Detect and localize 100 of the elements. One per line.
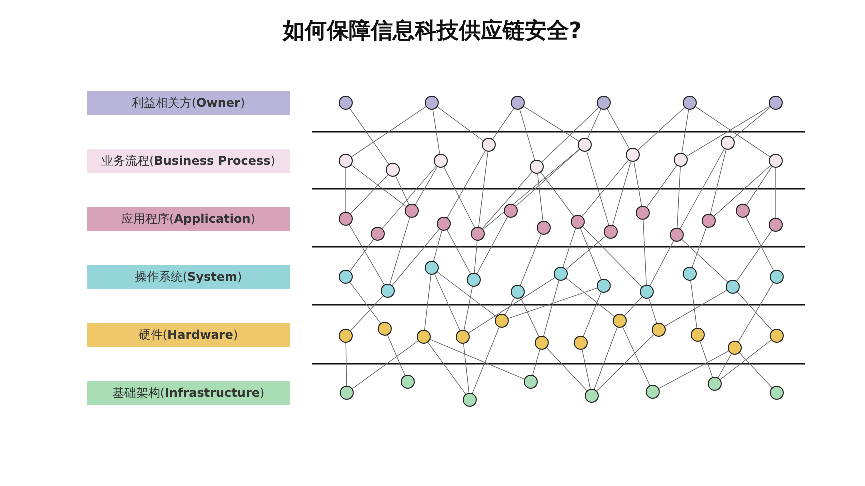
connector-line — [428, 342, 466, 395]
node-circle — [425, 96, 439, 110]
connector-line — [544, 280, 560, 337]
connector-line — [476, 216, 508, 274]
node-circle — [585, 389, 599, 403]
node-circle — [535, 336, 549, 350]
node-circle — [770, 270, 784, 284]
node-circle — [613, 314, 627, 328]
node-circle — [482, 138, 496, 152]
connector-line — [446, 230, 472, 274]
connector-line — [720, 340, 772, 380]
connector-line — [352, 340, 419, 390]
connector-line — [690, 280, 698, 328]
connector-line — [350, 296, 384, 332]
node-circle — [339, 154, 353, 168]
connector-line — [349, 224, 385, 286]
node-circle — [467, 273, 481, 287]
connector-line — [434, 274, 460, 331]
connector-line — [582, 226, 642, 288]
connector-line — [588, 109, 602, 139]
connector-line — [483, 149, 580, 230]
node-circle — [597, 96, 611, 110]
node-circle — [578, 138, 592, 152]
connector-line — [396, 176, 410, 205]
connector-line — [350, 108, 390, 165]
node-circle — [769, 96, 783, 110]
node-circle — [571, 215, 585, 229]
node-circle — [437, 217, 451, 231]
connector-line — [650, 240, 674, 286]
node-circle — [511, 285, 525, 299]
node-circle — [702, 214, 716, 228]
connector-line — [677, 166, 681, 228]
node-circle — [736, 204, 750, 218]
node-circle — [417, 330, 431, 344]
connector-line — [746, 216, 774, 272]
node-circle — [721, 136, 735, 150]
connector-line — [596, 334, 654, 392]
connector-line — [607, 108, 630, 150]
connector-line — [516, 149, 580, 207]
connector-line — [739, 352, 773, 388]
node-circle — [339, 96, 353, 110]
connector-line — [718, 354, 732, 378]
node-circle — [405, 204, 419, 218]
title: 如何保障信息科技供应链安全? — [282, 18, 583, 46]
connector-line — [566, 236, 606, 270]
connector-line — [580, 228, 602, 280]
node-circle — [670, 228, 684, 242]
connector-line — [700, 341, 714, 378]
connector-line — [350, 174, 388, 214]
node-circle — [340, 386, 354, 400]
connector-line — [382, 166, 437, 230]
connector-line — [546, 348, 588, 392]
connector-line — [586, 151, 610, 226]
node-circle — [770, 386, 784, 400]
node-circle — [674, 153, 688, 167]
connector-line — [733, 107, 771, 139]
connector-line — [392, 229, 440, 286]
node-circle — [691, 328, 705, 342]
node-circle — [574, 336, 588, 350]
node-circle — [401, 375, 415, 389]
connector-line — [437, 272, 497, 318]
connector-line — [692, 227, 707, 268]
layer-label: 基础架构(Infrastructure) — [87, 381, 290, 405]
connector-line — [424, 274, 432, 330]
node-circle — [504, 204, 518, 218]
connector-line — [350, 282, 382, 324]
node-circle — [708, 377, 722, 391]
connector-line — [432, 110, 440, 154]
node-circle — [434, 154, 448, 168]
connector-line — [562, 228, 576, 268]
connector-line — [447, 150, 486, 218]
connector-line — [474, 240, 478, 274]
connector-line — [390, 217, 410, 285]
connector-line — [624, 296, 643, 316]
layer-label: 应用程序(Application) — [87, 207, 290, 231]
node-circle — [463, 393, 477, 407]
connector-line — [482, 172, 533, 230]
node-circle — [339, 270, 353, 284]
node-circle — [371, 227, 385, 241]
layer-label: 硬件(Hardware) — [87, 323, 290, 347]
connector-line — [594, 327, 618, 390]
node-circle — [378, 322, 392, 336]
node-circle — [646, 385, 660, 399]
node-circle — [604, 225, 618, 239]
connector-line — [738, 282, 774, 342]
node-circle — [495, 314, 509, 328]
connector-line — [437, 106, 484, 142]
connector-line — [540, 172, 574, 217]
node-circle — [683, 267, 697, 281]
node-circle — [339, 212, 353, 226]
node-circle — [683, 96, 697, 110]
connector-line — [430, 339, 525, 380]
node-circle — [456, 330, 470, 344]
node-circle — [511, 96, 525, 110]
node-circle — [530, 160, 544, 174]
node-circle — [652, 323, 666, 337]
connector-line — [532, 349, 540, 376]
connector-line — [714, 165, 772, 217]
node-circle — [524, 375, 538, 389]
node-circle — [386, 163, 400, 177]
